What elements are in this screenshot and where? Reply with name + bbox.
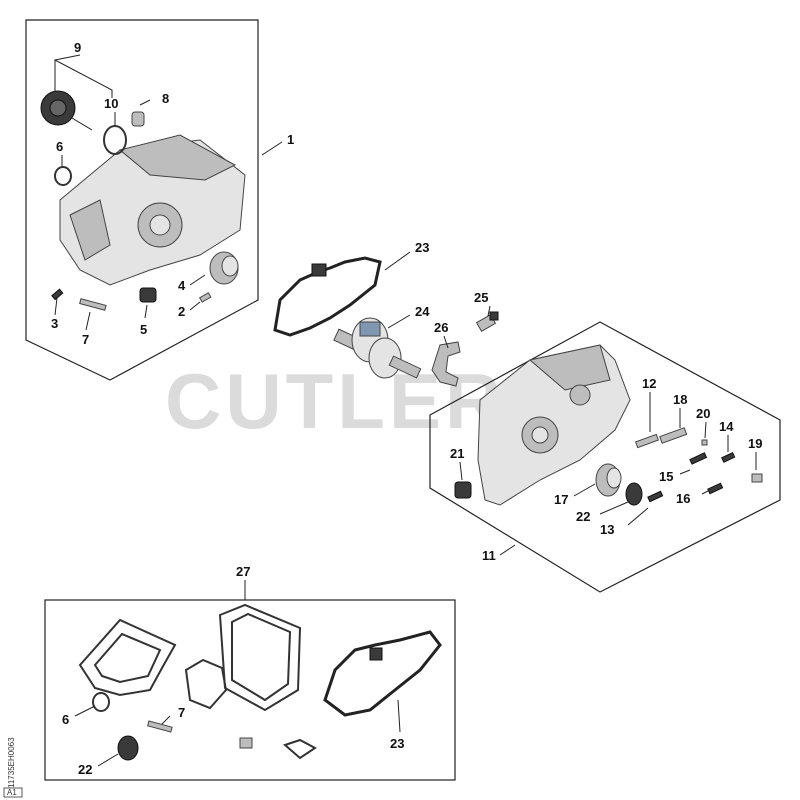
cylinder-base-gasket-inner <box>93 632 162 684</box>
o-ring <box>103 125 127 155</box>
callout-kit-23: 23 <box>390 736 404 751</box>
oil-pump-cap <box>40 90 93 131</box>
callout-24: 24 <box>415 304 430 319</box>
cover-gasket <box>218 603 302 712</box>
small-part-kit <box>239 737 253 749</box>
callout-22: 22 <box>576 509 590 524</box>
pin-part-18 <box>659 427 688 444</box>
crankshaft-24 <box>333 317 422 379</box>
callout-7: 7 <box>82 332 89 347</box>
ball-part-20 <box>701 439 708 446</box>
crankcase-gasket-23 <box>273 256 382 337</box>
group-1-frame <box>25 19 259 381</box>
spring-part-15 <box>689 452 708 465</box>
cylinder-base-gasket <box>78 618 177 697</box>
grommet-part-5 <box>139 287 157 303</box>
bearing-17 <box>595 463 622 497</box>
callout-kit-22: 22 <box>78 762 92 777</box>
seal-kit-22 <box>117 735 139 761</box>
callout-17: 17 <box>554 492 568 507</box>
drawing-code-tag-box <box>3 787 23 798</box>
screw-part-12 <box>634 433 660 449</box>
callout-16: 16 <box>676 491 690 506</box>
callout-27: 27 <box>236 564 250 579</box>
callout-11: 11 <box>482 548 496 563</box>
callout-1: 1 <box>287 132 294 147</box>
callout-4: 4 <box>178 278 186 293</box>
callout-26: 26 <box>434 320 448 335</box>
clip-part-3 <box>51 288 64 301</box>
callout-18: 18 <box>673 392 687 407</box>
crankcase-left-half <box>59 134 246 286</box>
callout-21: 21 <box>450 446 464 461</box>
screw-part-7 <box>79 298 107 311</box>
spring-part-14 <box>721 451 736 463</box>
callout-15: 15 <box>659 469 673 484</box>
callout-25: 25 <box>474 290 488 305</box>
callout-kit-6: 6 <box>62 712 69 727</box>
callout-13: 13 <box>600 522 614 537</box>
gasket-kit-tab <box>369 647 383 661</box>
crankcase-gasket-kit <box>323 630 442 717</box>
bearing <box>209 251 239 285</box>
callout-kit-7: 7 <box>178 705 185 720</box>
grommet-part-21 <box>454 481 472 499</box>
screw-kit <box>147 720 173 733</box>
callout-20: 20 <box>696 406 710 421</box>
small-gasket-kit <box>283 738 317 760</box>
cover-gasket-inner <box>231 612 292 702</box>
flange-gasket <box>184 658 228 710</box>
spring-part-16 <box>707 482 724 495</box>
callout-2: 2 <box>178 304 185 319</box>
sensor-25 <box>475 311 499 333</box>
callout-9: 9 <box>74 40 81 55</box>
callout-10: 10 <box>104 96 118 111</box>
bracket-26 <box>431 341 461 387</box>
stud-part-13 <box>647 490 664 503</box>
drawing-code-tag: A1 <box>7 788 17 797</box>
seal-ring-kit <box>92 692 110 712</box>
callout-5: 5 <box>140 322 147 337</box>
callout-19: 19 <box>748 436 762 451</box>
group-27-frame <box>44 599 456 781</box>
seal-ring <box>54 166 72 186</box>
seal-part-22 <box>625 482 643 506</box>
gasket-tab <box>311 263 327 277</box>
callout-12: 12 <box>642 376 656 391</box>
callout-6: 6 <box>56 139 63 154</box>
cap-part-19 <box>751 473 763 483</box>
plug-part-8 <box>131 111 145 127</box>
pin-part-2 <box>198 292 212 303</box>
crankcase-right-half <box>477 344 631 506</box>
callout-8: 8 <box>162 91 169 106</box>
callout-23: 23 <box>415 240 429 255</box>
drawing-code: 11735EH0063 <box>7 737 16 788</box>
callout-3: 3 <box>51 316 58 331</box>
group-11-frame <box>429 321 781 593</box>
callout-14: 14 <box>719 419 734 434</box>
